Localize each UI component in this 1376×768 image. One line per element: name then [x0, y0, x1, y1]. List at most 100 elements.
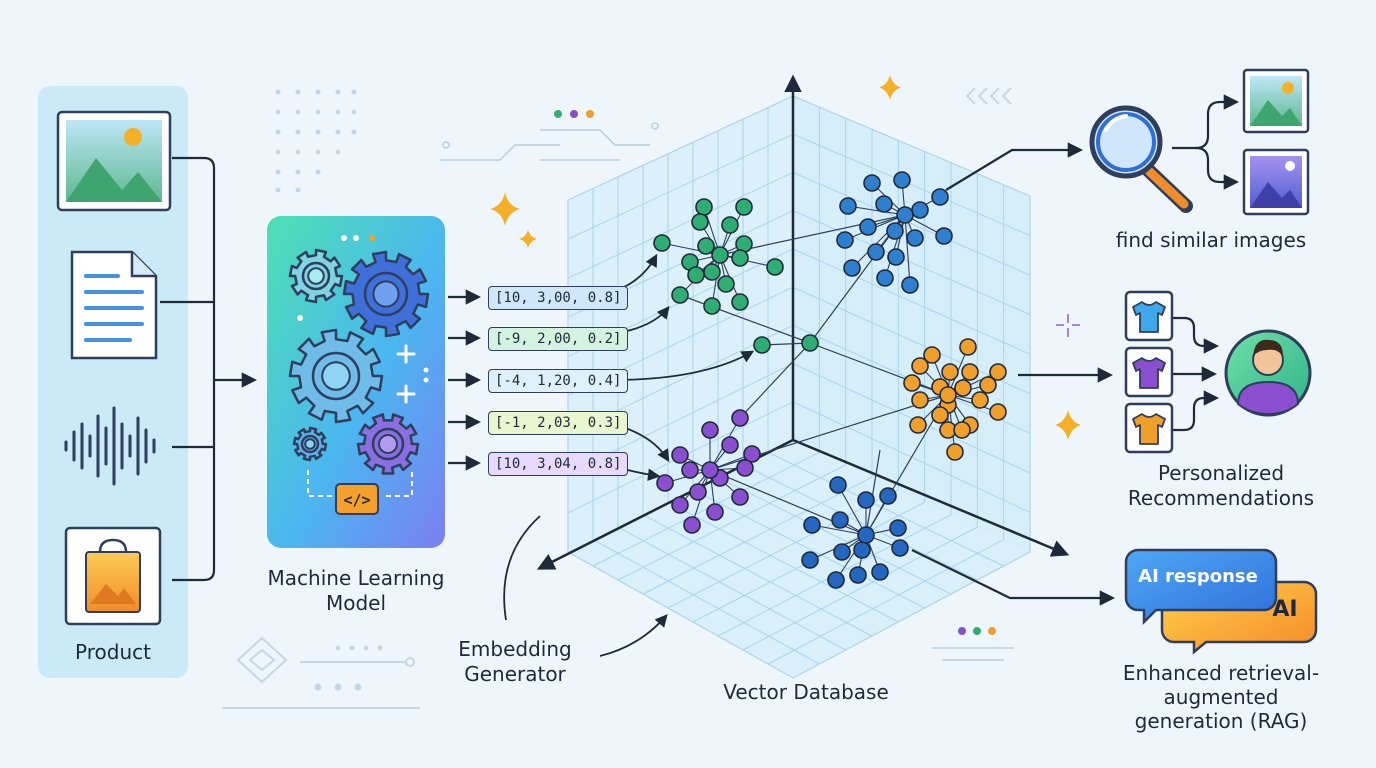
embedding-point — [836, 231, 854, 249]
embedding-point — [863, 174, 881, 192]
embedding-point — [753, 336, 771, 354]
embedding-point — [989, 363, 1007, 381]
embedding-point — [954, 379, 972, 397]
embedding-vector: [10, 3,04, 0.8] — [488, 452, 629, 476]
ml-model-label-line1: Machine Learning — [267, 566, 445, 590]
embedding-point — [946, 443, 964, 461]
embedding-point — [867, 243, 885, 261]
shopping-bag-icon — [64, 526, 162, 626]
embedding-point — [801, 551, 819, 569]
decorative-dots-bottom-right — [932, 627, 1014, 661]
embedding-point — [857, 526, 875, 544]
embedding-vector: [-9, 2,00, 0.2] — [488, 327, 629, 351]
gear-icon — [288, 328, 384, 424]
embedding-point — [703, 297, 721, 315]
embedding-point — [671, 446, 689, 464]
embedding-point — [903, 374, 921, 392]
decorative-diamond — [222, 636, 420, 709]
embedding-point — [731, 409, 749, 427]
embedding-point — [735, 198, 753, 216]
embedding-point — [697, 237, 715, 255]
embedding-point — [833, 543, 851, 561]
model-to-vector-arrows — [448, 289, 482, 471]
embedding-point — [706, 503, 724, 521]
embedding-point — [695, 198, 713, 216]
embedding-point — [875, 195, 893, 213]
similar-images-label: find similar images — [1115, 228, 1307, 252]
embedding-point — [911, 391, 929, 409]
embedding-point — [859, 218, 877, 236]
plus-sparkle-icon — [1056, 314, 1080, 337]
embedding-point — [691, 213, 709, 231]
embedding-point — [701, 461, 719, 479]
decorative-dots-bottom — [314, 645, 383, 691]
rag-label-line1: Enhanced retrieval- — [1122, 661, 1320, 685]
embedding-point — [849, 566, 867, 584]
embedding-point — [671, 286, 689, 304]
embedding-point — [935, 227, 953, 245]
embedding-point — [909, 416, 927, 434]
embedding-point — [896, 206, 914, 224]
embedding-point — [687, 266, 705, 284]
embedding-generator-label: Embedding Generator — [440, 637, 590, 687]
rag-label: Enhanced retrieval- augmented generation… — [1106, 661, 1336, 733]
embedding-point — [681, 461, 699, 479]
plus-icon — [297, 315, 429, 383]
gear-icon — [288, 248, 344, 304]
embedding-point — [886, 222, 904, 240]
embedding-point — [931, 188, 949, 206]
embedding-point — [931, 406, 949, 424]
embedding-point — [711, 246, 729, 264]
embedding-point — [843, 259, 861, 277]
embedding-point — [839, 197, 857, 215]
embedding-point — [653, 234, 671, 252]
embedding-point — [971, 391, 989, 409]
embedding-point — [891, 539, 909, 557]
embedding-point — [853, 541, 871, 559]
embedding-point — [887, 248, 905, 266]
decorative-circuit-lines — [440, 110, 659, 161]
embedding-point — [736, 459, 754, 477]
embedding-point — [953, 421, 971, 439]
embedding-point — [766, 258, 784, 276]
rag-label-line3: generation (RAG) — [1134, 709, 1308, 733]
annotation-arrows — [503, 515, 668, 657]
embedding-generator-label-line2: Generator — [464, 662, 566, 686]
embedding-vector: [-1, 2,03, 0.3] — [488, 411, 629, 435]
tshirt-icon — [1124, 402, 1174, 454]
ai-badge-text: AI — [1272, 597, 1298, 622]
code-icon: </> — [307, 470, 413, 515]
embedding-point — [831, 511, 849, 529]
embedding-point — [827, 571, 845, 589]
embedding-point — [989, 403, 1007, 421]
gear-icon — [292, 426, 328, 462]
embedding-point — [857, 491, 875, 509]
embedding-point — [876, 269, 894, 287]
gear-icon — [342, 250, 430, 338]
embedding-point — [871, 563, 889, 581]
embedding-point — [721, 436, 739, 454]
embedding-point — [717, 275, 735, 293]
user-avatar-icon — [1224, 329, 1312, 417]
ml-model-label: Machine Learning Model — [246, 566, 466, 616]
decorative-dot-grid — [275, 89, 357, 193]
embedding-point — [961, 363, 979, 381]
sparkle-icon — [490, 75, 1081, 440]
embedding-generator-label-line1: Embedding — [458, 637, 572, 661]
embedding-point — [701, 421, 719, 439]
tshirt-icon — [1124, 290, 1174, 342]
image-file-icon — [56, 110, 172, 212]
embedding-point — [893, 171, 911, 189]
embedding-point — [879, 487, 897, 505]
embedding-point — [731, 488, 749, 506]
recommendations-label-line2: Recommendations — [1127, 486, 1315, 510]
embedding-point — [906, 229, 924, 247]
result-image-icon — [1242, 148, 1310, 216]
embedding-point — [731, 293, 749, 311]
recommendations-label-line1: Personalized — [1157, 461, 1285, 485]
embedding-clusters — [653, 171, 1007, 589]
embedding-point — [941, 363, 959, 381]
input-connectors — [160, 156, 258, 582]
document-icon — [70, 250, 158, 360]
